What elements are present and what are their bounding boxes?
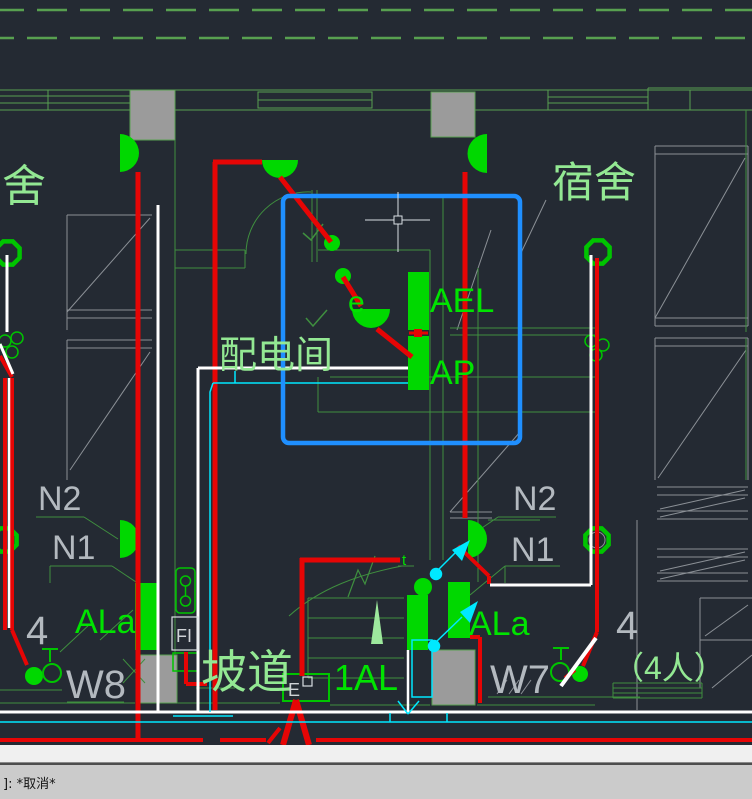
label-ala-right: ALa	[469, 605, 530, 643]
label-n2-left: N2	[38, 480, 81, 518]
command-line[interactable]: ]: *取消*	[0, 763, 752, 799]
cyan-arrow	[460, 601, 478, 623]
label-dorm-left: 舍	[2, 162, 46, 211]
hatch-marks	[496, 679, 532, 695]
door-swing	[449, 431, 521, 519]
sprinkler-octagon	[584, 238, 612, 266]
panel-1al	[407, 595, 428, 650]
cyan-dot	[427, 639, 441, 653]
radiator-symbol	[657, 486, 748, 520]
fi-box	[171, 616, 199, 651]
label-ramp: 坡道	[201, 646, 293, 698]
control-lines-cyan	[0, 371, 752, 723]
door-arc	[245, 191, 312, 255]
label-ala-left: ALa	[75, 603, 136, 641]
label-1al: 1AL	[334, 657, 398, 698]
wall-light	[468, 520, 487, 558]
bench-lines	[612, 682, 703, 699]
ceiling-light	[352, 309, 390, 328]
cyan-arrow	[452, 540, 470, 561]
stair-treads	[307, 597, 404, 679]
power-cables-red	[0, 159, 752, 745]
label-e-box: E	[288, 680, 300, 700]
stair-arrow	[371, 600, 383, 644]
globe-light	[572, 666, 588, 682]
label-n1-left: N1	[52, 529, 95, 567]
door-swing	[519, 199, 547, 256]
label-dorm-right: 宿舍	[552, 159, 636, 206]
label-fi: FI	[176, 626, 192, 646]
wall-light	[120, 134, 139, 172]
cad-drawing-canvas[interactable]: 舍 宿舍 配电间 坡道 （4人） AEL AP 1AL ALa ALa e t …	[0, 0, 752, 745]
label-w8: W8	[66, 663, 126, 707]
label-distribution-room: 配电间	[219, 335, 333, 377]
wall-and-cable-white	[0, 205, 752, 714]
wall-light	[120, 520, 139, 558]
bottom-feeder-line	[0, 726, 752, 745]
pickbox	[393, 215, 403, 225]
label-e-light: e	[348, 286, 365, 319]
cyan-duct-box	[411, 639, 433, 698]
sprinkler-octagon	[0, 239, 22, 267]
leader-n2-right	[475, 516, 556, 533]
leader-n2-left	[36, 516, 119, 540]
panel-ala-right	[448, 582, 470, 638]
drawing-status-strip	[0, 745, 752, 763]
check-mark	[305, 309, 328, 328]
drawing-viewport[interactable]: 舍 宿舍 配电间 坡道 （4人） AEL AP 1AL ALa ALa e t …	[0, 0, 752, 745]
label-four-left: 4	[26, 609, 48, 653]
stair-direction-line	[288, 565, 403, 617]
label-n2-right: N2	[513, 480, 556, 518]
ui-white-boxes	[171, 616, 313, 687]
label-ap: AP	[430, 354, 475, 392]
shaft-symbol	[175, 567, 196, 614]
label-t-mark: t	[402, 552, 407, 569]
stair-break-line	[347, 555, 376, 598]
command-line-text: ]: *取消*	[3, 776, 56, 792]
column	[129, 89, 176, 141]
wall-light	[467, 134, 487, 173]
panel-ap	[408, 336, 429, 390]
pendant-light-stem	[42, 647, 570, 683]
selection-window	[280, 193, 523, 446]
label-w7: W7	[490, 658, 550, 702]
label-capacity: （4人）	[612, 650, 726, 686]
radiator-symbol	[657, 548, 748, 582]
globe-light	[25, 667, 43, 685]
label-four-right: 4	[616, 604, 638, 648]
ceiling-light	[262, 160, 298, 178]
label-n1-right: N1	[511, 531, 554, 569]
top-wall-band	[0, 87, 752, 111]
cyan-dot	[429, 567, 443, 581]
panel-ael	[408, 272, 429, 330]
junction-dot	[414, 578, 432, 596]
junction-x	[122, 658, 146, 684]
column	[430, 91, 476, 138]
grid-axis-lines	[0, 8, 752, 40]
e-equipment-box	[282, 673, 330, 702]
column	[431, 649, 476, 706]
green-outline-symbols	[0, 238, 612, 702]
leader-n1-left	[49, 565, 149, 591]
crosshair-cursor	[365, 192, 430, 252]
label-ael: AEL	[430, 282, 494, 320]
